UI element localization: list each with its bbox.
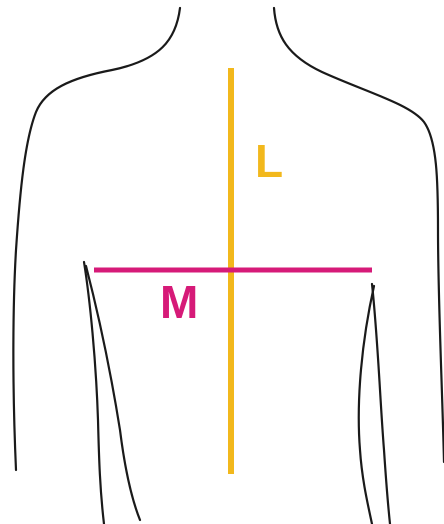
right-arm-inner-edge [372, 284, 390, 524]
chest-label: M [160, 276, 198, 328]
length-label: L [255, 135, 283, 187]
right-torso-edge [359, 286, 374, 524]
left-torso-edge [86, 266, 140, 520]
